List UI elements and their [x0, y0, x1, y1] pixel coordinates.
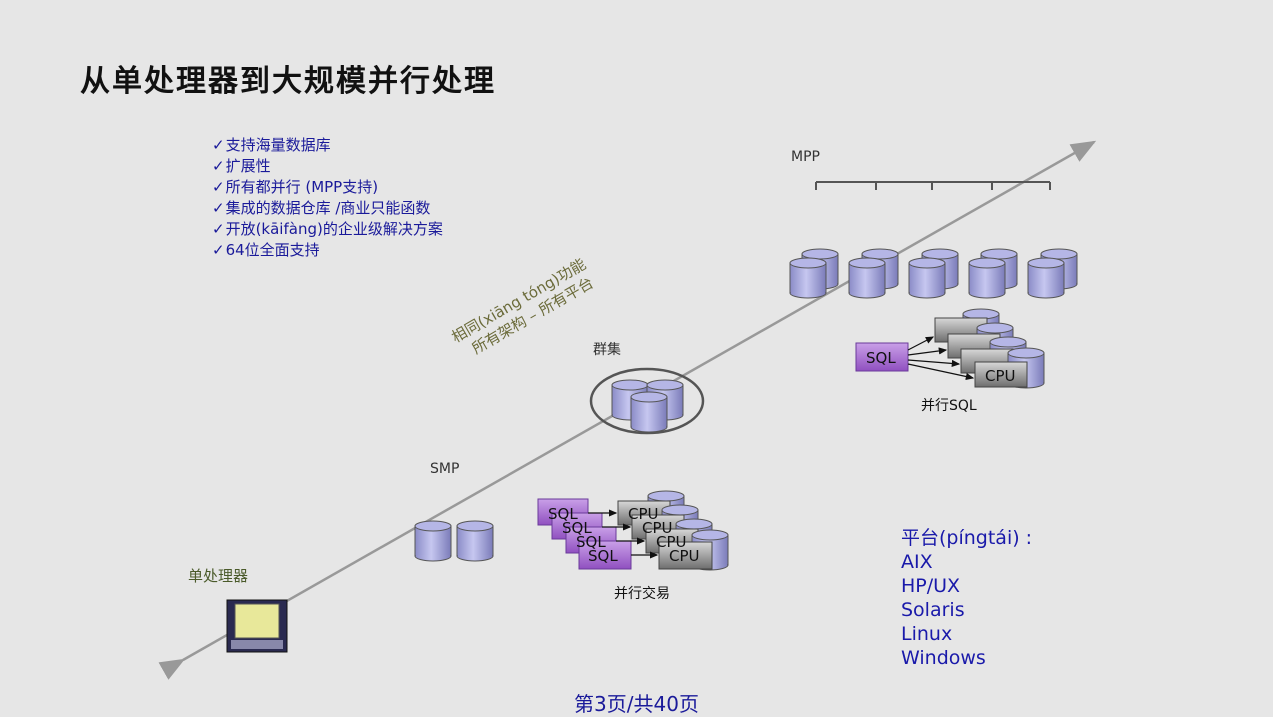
laptop-icon — [226, 599, 288, 653]
sql-box-label: SQL — [588, 547, 618, 565]
smp-label: SMP — [430, 461, 460, 477]
sql-box-label: SQL — [866, 349, 896, 367]
platform-list: 平台(píngtái) : AIX HP/UX Solaris Linux Wi… — [901, 526, 1032, 670]
cluster-label: 群集 — [593, 342, 621, 358]
mpp-bracket — [815, 181, 1051, 190]
uniprocessor-label: 单处理器 — [188, 567, 249, 585]
cpu-box-label: CPU — [669, 547, 700, 565]
sql-box-label: SQL — [562, 519, 592, 537]
platform-item: Windows — [901, 647, 986, 669]
cpu-box-label: CPU — [985, 367, 1016, 385]
cluster-group — [589, 367, 705, 435]
platform-item: Linux — [901, 623, 953, 645]
cpu-box-label: CPU — [628, 505, 659, 523]
cpu-box — [658, 541, 713, 570]
parallel-transaction-label: 并行交易 — [614, 586, 670, 602]
smp-database-nodes — [414, 520, 494, 562]
cpu-box — [974, 361, 1028, 388]
parallel-sql-label: 并行SQL — [921, 398, 977, 414]
platform-heading: 平台(píngtái) : — [901, 527, 1033, 549]
cpu-box-label: CPU — [656, 533, 687, 551]
platform-item: AIX — [901, 551, 933, 573]
mpp-label: MPP — [791, 149, 820, 165]
sql-box-label: SQL — [576, 533, 606, 551]
cpu-box-label: CPU — [642, 519, 673, 537]
sql-box-label: SQL — [548, 505, 578, 523]
page-indicator: 第3页/共40页 — [574, 692, 699, 716]
page-title: 从单处理器到大规模并行处理 — [80, 64, 496, 99]
platform-item: HP/UX — [901, 575, 961, 597]
parallel-transaction-group: SQL CPU SQL CPU SQL CPU SQL CPU — [537, 490, 729, 571]
parallel-sql-group: SQL CPU — [855, 308, 1045, 389]
platform-item: Solaris — [901, 599, 965, 621]
sql-box — [855, 342, 909, 372]
